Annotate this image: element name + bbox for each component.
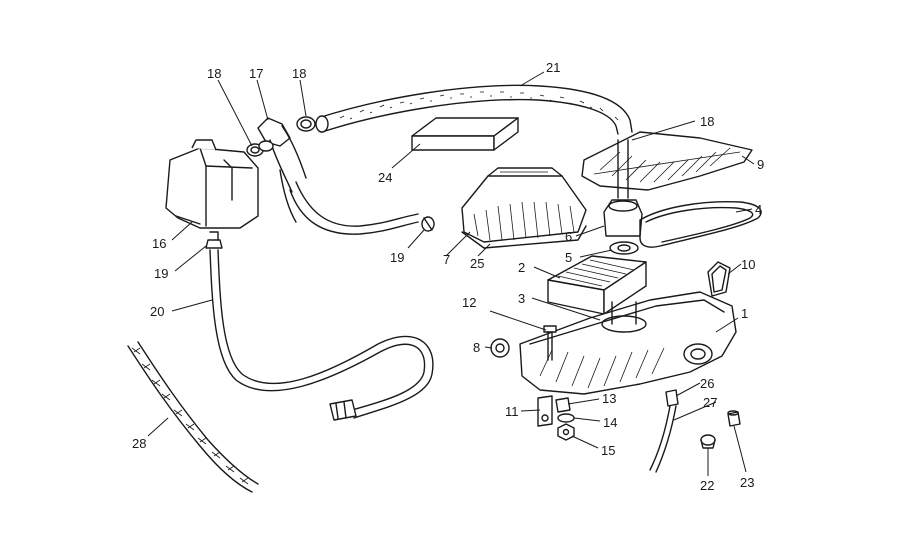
callout-28: 28 [132,436,146,451]
callout-19-left: 19 [154,266,168,281]
callout-labels: 1 2 3 4 5 6 7 8 9 10 11 12 13 14 15 16 1… [132,60,764,493]
plug-22 [700,434,716,449]
leader-lines [147,71,755,476]
callout-13: 13 [602,391,616,406]
filter-cover-7 [461,167,587,249]
callout-24: 24 [378,170,392,185]
callout-18-left: 18 [207,66,221,81]
callout-27: 27 [703,395,717,410]
callout-6: 6 [565,229,572,244]
hose-clamp-18-left [246,140,274,157]
reservoir-tank-16 [165,139,259,229]
hose-clamp-18-top [296,115,329,133]
gasket-4 [639,200,762,248]
airbox-housing-1 [519,291,737,395]
callout-5: 5 [565,250,572,265]
hose-clip-19-left [205,231,223,249]
drain-hose-20 [209,249,434,421]
callout-21: 21 [546,60,560,75]
o-ring-10 [707,261,731,297]
callout-15: 15 [601,443,615,458]
washer-14 [557,413,575,423]
callout-7: 7 [443,252,450,267]
callout-22: 22 [700,478,714,493]
small-hose [279,169,419,235]
callout-20: 20 [150,304,164,319]
intake-bell-6 [603,139,643,237]
callout-19-right: 19 [390,250,404,265]
callout-25: 25 [470,256,484,271]
callout-14: 14 [603,415,617,430]
drain-tube-27 [649,405,677,473]
callout-8: 8 [473,340,480,355]
callout-17: 17 [249,66,263,81]
drain-fitting-26 [665,389,679,407]
breather-elbow-17 [257,117,307,193]
callout-11: 11 [505,404,519,419]
callout-26: 26 [700,376,714,391]
airbox-cover-9 [581,131,753,191]
screw-13 [555,397,571,413]
filter-element-24 [411,117,519,151]
callout-18-top: 18 [292,66,306,81]
nut-15 [557,423,575,441]
breather-hose-21 [317,84,633,135]
callout-1: 1 [741,306,748,321]
filter-cartridge-2 [547,255,647,315]
braided-hose-28 [127,341,259,493]
callout-9: 9 [757,157,764,172]
spacer-5 [609,241,639,255]
callout-16: 16 [152,236,166,251]
callout-10: 10 [741,257,755,272]
cap-23 [727,410,741,427]
washer-8 [490,338,510,358]
callout-4: 4 [755,202,762,217]
bracket-11 [537,395,553,427]
hose-clip-19-right [421,216,435,232]
callout-18-right: 18 [700,114,714,129]
callout-23: 23 [740,475,754,490]
bolt-12 [543,325,557,361]
callout-12: 12 [462,295,476,310]
callout-2: 2 [518,260,525,275]
callout-3: 3 [518,291,525,306]
